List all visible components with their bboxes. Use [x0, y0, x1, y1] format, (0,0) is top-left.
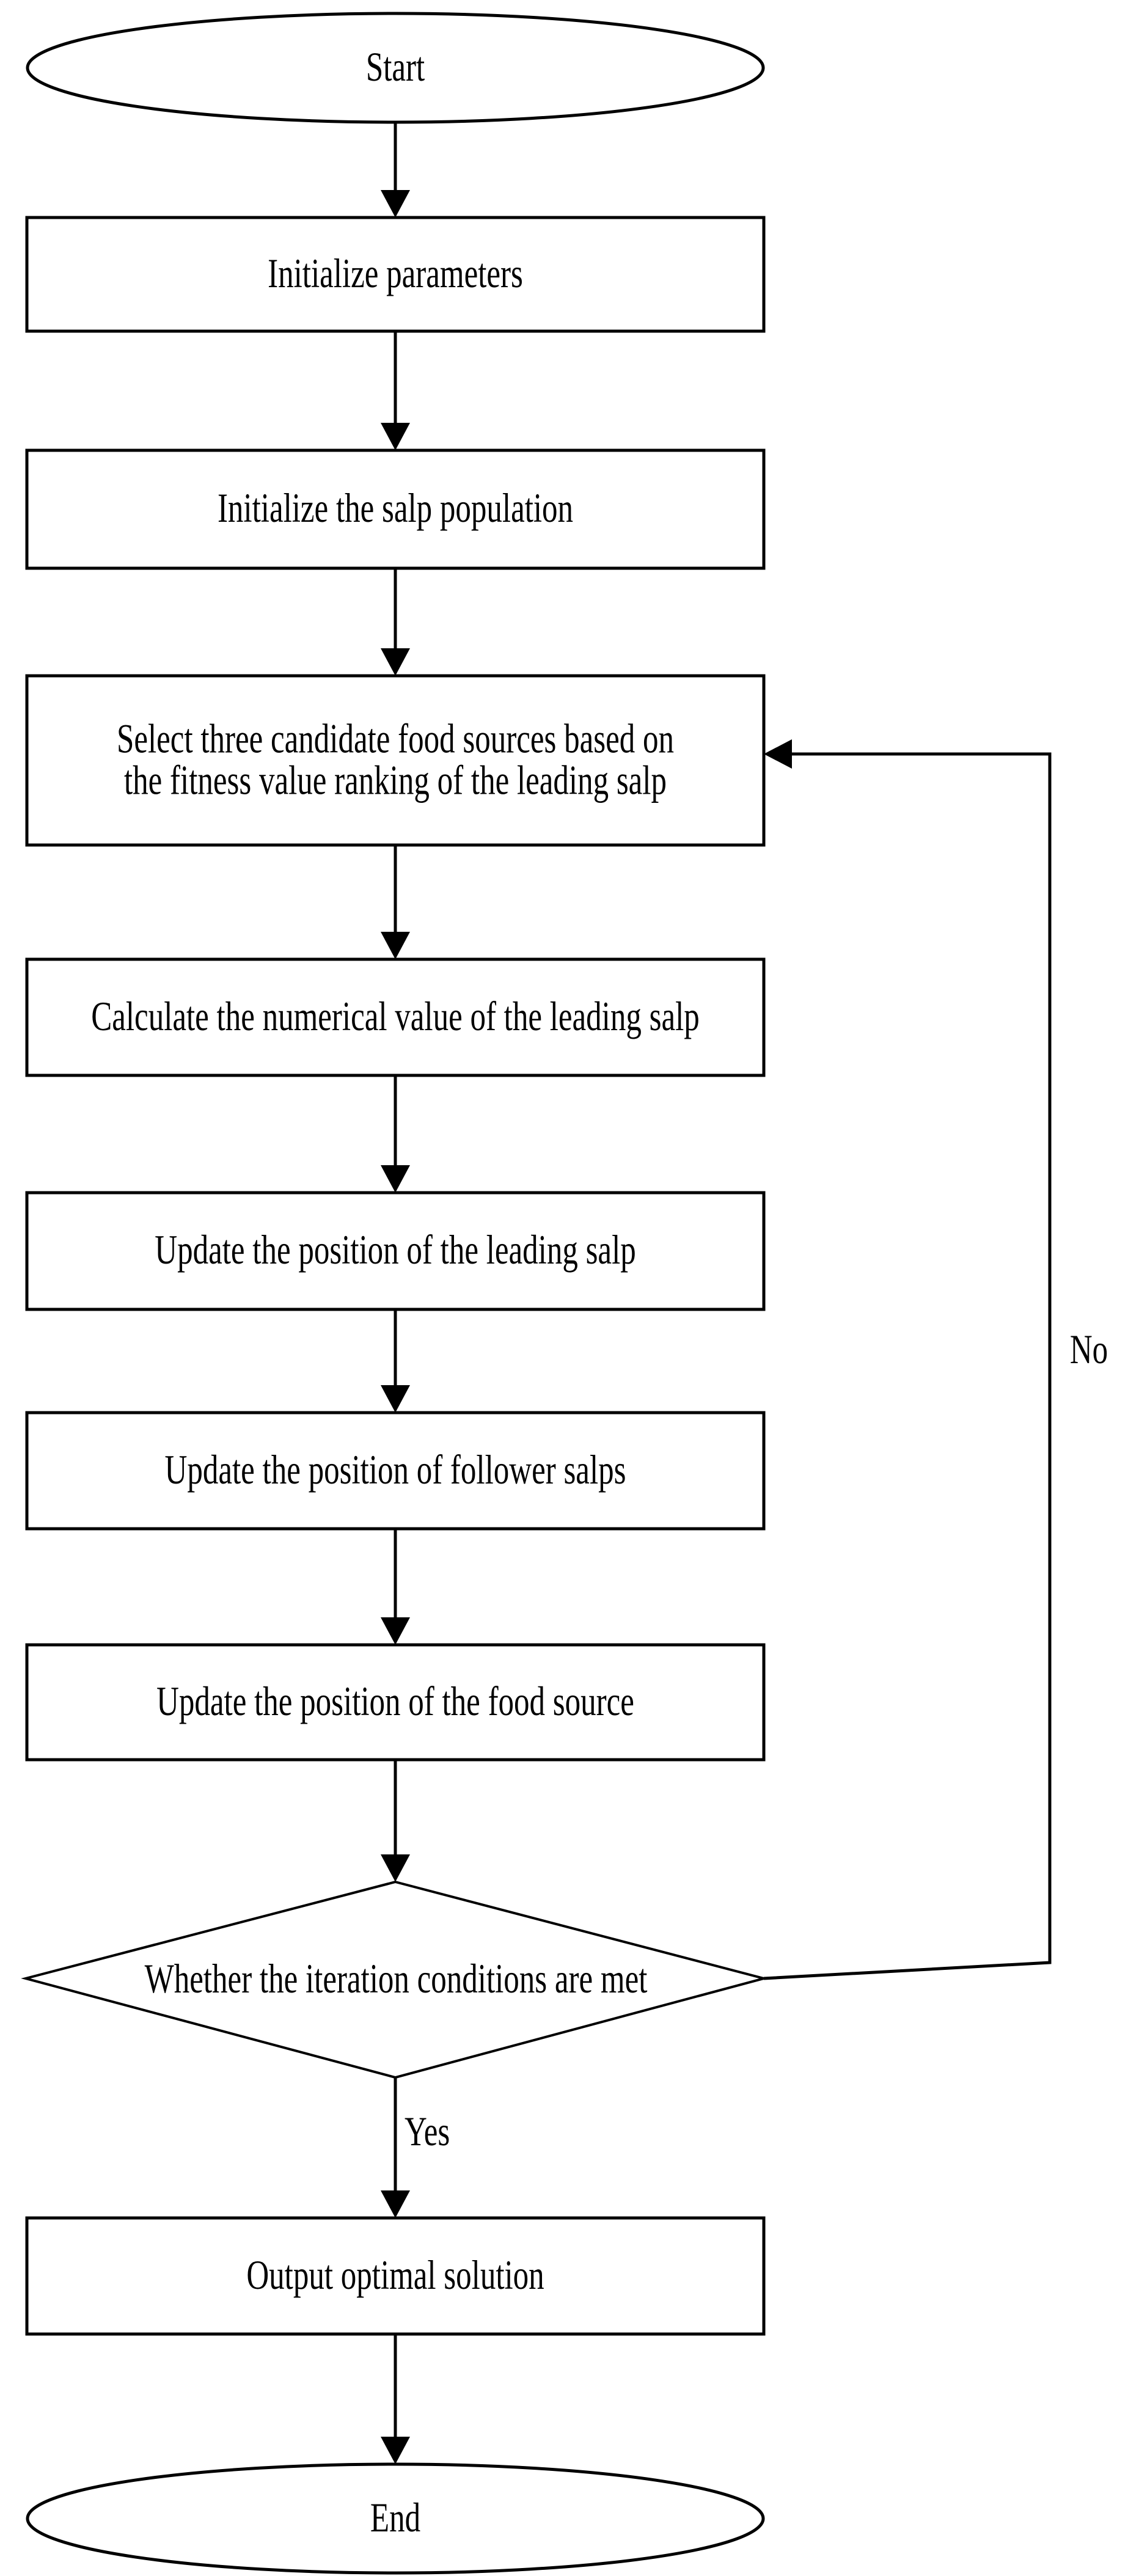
- box-update-follower-salps: [25, 1411, 766, 1531]
- output-optimal-solution-label-text: Output optimal solution: [246, 2253, 544, 2299]
- box-initialize-parameters: [25, 216, 766, 333]
- update-food-source-label: Update the position of the food source: [27, 1645, 764, 1760]
- no-loop-arrowhead: [764, 739, 792, 769]
- start-terminator-shape: [26, 12, 765, 124]
- update-leading-salp-label-text: Update the position of the leading salp: [155, 1228, 636, 1274]
- output-optimal-solution-label: Output optimal solution: [27, 2218, 764, 2334]
- arrowhead-1: [381, 190, 410, 218]
- no-loop-line: [763, 752, 1052, 1980]
- arrowhead-10: [381, 2437, 410, 2464]
- box-initialize-salp-population: [25, 448, 766, 570]
- arrowhead-9: [381, 2190, 410, 2218]
- select-candidate-food-sources-label: Select three candidate food sources base…: [27, 676, 764, 845]
- select-candidate-food-sources-line1: Select three candidate food sources base…: [117, 716, 674, 763]
- update-follower-salps-label: Update the position of follower salps: [27, 1413, 764, 1529]
- box-update-leading-salp: [25, 1191, 766, 1311]
- calculate-numerical-value-label: Calculate the numerical value of the lea…: [27, 959, 764, 1075]
- select-candidate-food-sources-label-text: Select three candidate food sources base…: [117, 719, 674, 802]
- box-select-candidate-food-sources: [25, 674, 766, 847]
- update-food-source-label-text: Update the position of the food source: [156, 1679, 634, 1725]
- end-label-text: End: [370, 2495, 421, 2541]
- initialize-salp-population-label-text: Initialize the salp population: [217, 486, 574, 532]
- box-calculate-numerical-value: [25, 957, 766, 1077]
- arrowhead-4: [381, 932, 410, 959]
- calculate-numerical-value-label-text: Calculate the numerical value of the lea…: [91, 994, 700, 1040]
- update-follower-salps-label-text: Update the position of follower salps: [164, 1447, 626, 1493]
- initialize-parameters-label: Initialize parameters: [27, 218, 764, 331]
- end-label: End: [27, 2464, 763, 2573]
- select-candidate-food-sources-line2: the fitness value ranking of the leading…: [123, 758, 667, 803]
- box-update-food-source: [25, 1643, 766, 1762]
- arrowhead-8: [381, 1854, 410, 1882]
- yes-edge-label-text: Yes: [405, 2109, 450, 2155]
- arrowhead-2: [381, 423, 410, 450]
- box-output-optimal-solution: [25, 2216, 766, 2336]
- start-label-text: Start: [365, 45, 425, 90]
- arrowhead-3: [381, 648, 410, 676]
- yes-edge-label: Yes: [405, 2099, 539, 2166]
- update-leading-salp-label: Update the position of the leading salp: [27, 1193, 764, 1309]
- arrowhead-7: [381, 1617, 410, 1645]
- initialize-parameters-label-text: Initialize parameters: [268, 251, 523, 297]
- arrowhead-6: [381, 1385, 410, 1413]
- initialize-salp-population-label: Initialize the salp population: [27, 450, 764, 568]
- start-label: Start: [27, 13, 763, 122]
- no-edge-label: No: [1052, 1317, 1126, 1384]
- decision-diamond: [21, 1880, 769, 2079]
- arrowhead-5: [381, 1165, 410, 1193]
- decision-label-text: Whether the iteration conditions are met: [144, 1956, 648, 2002]
- no-edge-label-text: No: [1069, 1327, 1108, 1373]
- decision-label: Whether the iteration conditions are met: [73, 1882, 719, 2077]
